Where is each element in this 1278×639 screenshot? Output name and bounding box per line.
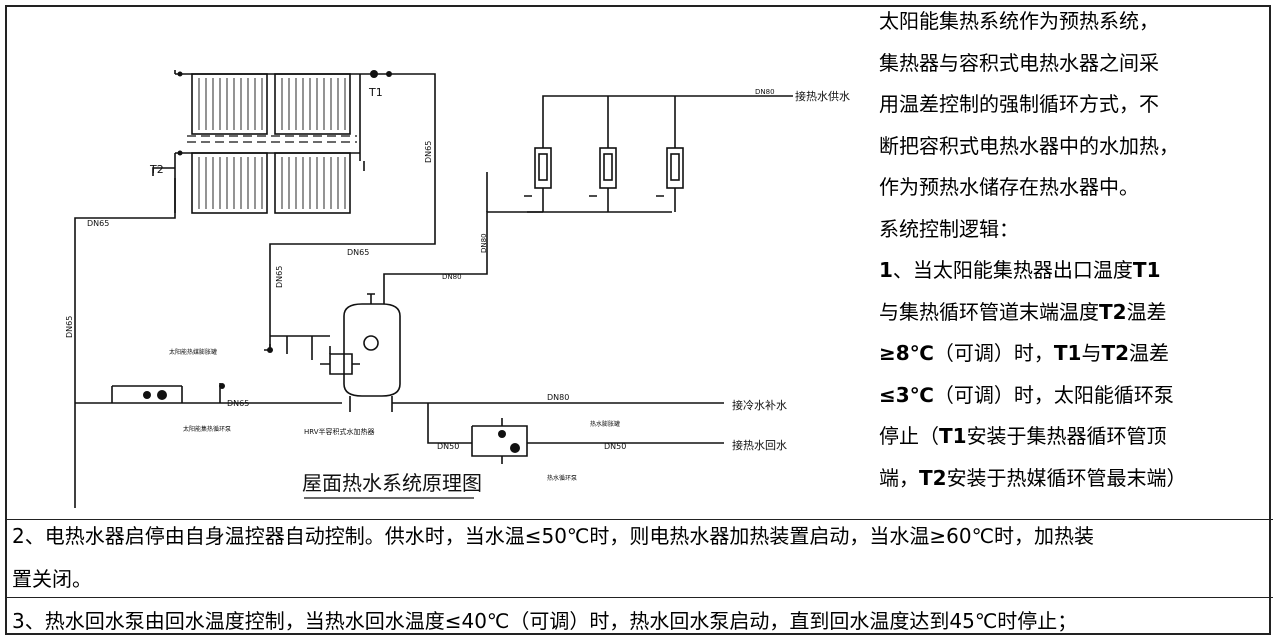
t2-label: T2 — [149, 163, 164, 176]
desc-line: 太阳能集热系统作为预热系统， — [879, 9, 1159, 33]
desc-line: 用温差控制的强制循环方式，不 — [879, 92, 1159, 116]
emphasis-text: ≤3℃ — [879, 382, 934, 407]
emphasis-text: T1 — [1132, 258, 1161, 282]
emphasis-text: T2 — [919, 465, 947, 490]
hrv-label: HRV半容积式水加热器 — [304, 427, 375, 436]
dn50-label: DN50 — [604, 442, 626, 451]
solar-circ-pump-label: 太阳能集热循环泵 — [183, 425, 231, 433]
dn65-label: DN65 — [87, 219, 109, 228]
emphasis-text: T2 — [1099, 299, 1127, 324]
desc-line: ≥8℃（可调）时，T1与T2温差 — [879, 341, 1170, 365]
emphasis-text: T1 — [939, 424, 967, 448]
dn80-label: DN80 — [480, 233, 488, 253]
dn80-label: DN80 — [442, 273, 462, 281]
emphasis-text: ≥8℃ — [879, 341, 934, 365]
dn65-label: DN65 — [347, 248, 369, 257]
diagram-title: 屋面热水系统原理图 — [302, 471, 482, 495]
dn65-label: DN65 — [424, 141, 433, 163]
solar-collector-panels — [187, 73, 357, 214]
desc-line: 停止（T1安装于集热器循环管顶 — [879, 424, 1167, 448]
t1-label: T1 — [368, 86, 383, 99]
desc-line: 1、当太阳能集热器出口温度T1 — [879, 258, 1161, 282]
hot-expansion-tank-label: 热水膨胀罐 — [590, 420, 620, 428]
dn65-label: DN65 — [65, 316, 74, 338]
desc-line: 集热器与容积式电热水器之间采 — [879, 50, 1159, 75]
dn65-label: DN65 — [227, 399, 249, 408]
hot-water-supply-label: 接热水供水 — [795, 89, 850, 103]
dn80-label: DN80 — [547, 393, 569, 402]
dn80-label: DN80 — [755, 88, 775, 96]
dn65-label: DN65 — [275, 266, 284, 288]
hot-water-system-diagram: T1 T2 DN65 DN65 DN65 DN65 DN65 DN65 DN80… — [65, 70, 850, 508]
emphasis-text: 1 — [879, 258, 893, 282]
divider-line — [7, 597, 1273, 598]
desc-line: 端，T2安装于热媒循环管最末端） — [879, 465, 1187, 490]
control-description: 太阳能集热系统作为预热系统， 集热器与容积式电热水器之间采 用温差控制的强制循环… — [879, 4, 1271, 502]
figure-frame — [5, 5, 1273, 635]
desc-line: ≤3℃（可调）时，太阳能循环泵 — [879, 382, 1174, 407]
emphasis-text: T2 — [1101, 341, 1130, 365]
rule-2-line-1: 2、电热水器启停由自身温控器自动控制。供水时，当水温≤50℃时，则电热水器加热装… — [12, 524, 1095, 548]
hot-circ-pump-label: 热水循环泵 — [547, 474, 577, 482]
rule-3-line: 3、热水回水泵由回水温度控制，当热水回水温度≤40℃（可调）时，热水回水泵启动，… — [12, 609, 1078, 633]
desc-line: 断把容积式电热水器中的水加热， — [879, 133, 1179, 158]
electric-water-heaters — [524, 95, 793, 212]
desc-line: 与集热循环管道末端温度T2温差 — [879, 299, 1167, 324]
desc-line: 作为预热水储存在热水器中。 — [879, 175, 1139, 199]
solar-expansion-tank-label: 太阳能热媒膨胀罐 — [169, 348, 217, 356]
emphasis-text: T1 — [1053, 341, 1082, 365]
rule-2-line-2: 置关闭。 — [12, 567, 92, 591]
dn50-label: DN50 — [437, 442, 459, 451]
desc-line: 系统控制逻辑： — [879, 216, 1019, 241]
hrv-tank — [320, 293, 401, 412]
divider-line — [7, 519, 1273, 520]
hot-water-return-label: 接热水回水 — [732, 439, 787, 452]
cold-water-makeup-label: 接冷水补水 — [732, 399, 787, 412]
